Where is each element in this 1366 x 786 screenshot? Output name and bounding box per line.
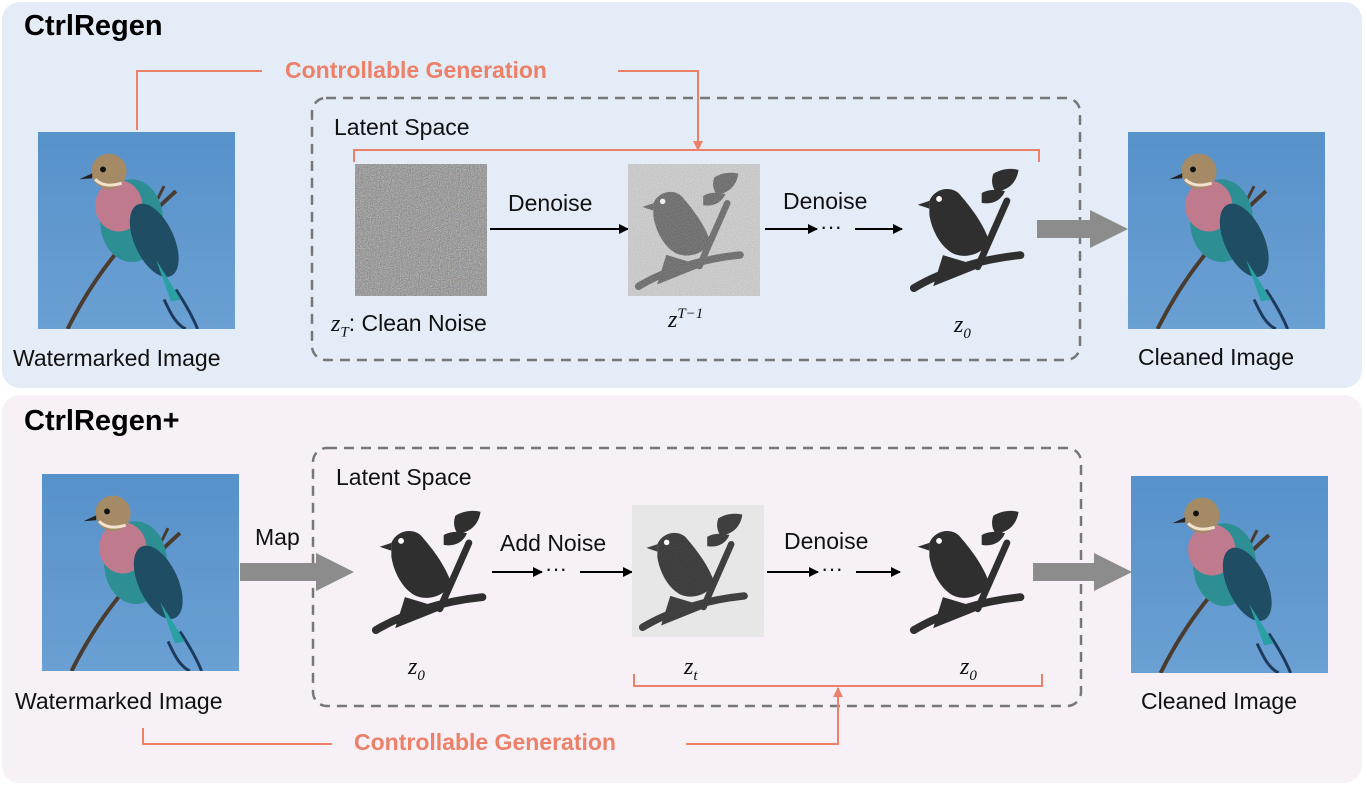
ellipsis-bottom-1: ··· — [545, 556, 567, 581]
control-line-top-right — [618, 70, 703, 151]
control-line-bottom-right — [686, 687, 843, 745]
bird-glyph-icon — [910, 508, 1034, 634]
add-noise-label: Add Noise — [500, 530, 607, 556]
zT1-sup: T−1 — [677, 306, 704, 322]
latent-space-box-top — [310, 96, 1082, 362]
z0-var-top: z — [954, 312, 964, 338]
noisy-bird-tile — [628, 164, 760, 296]
map-label: Map — [255, 524, 300, 550]
cleaned-caption-top: Cleaned Image — [1138, 344, 1294, 370]
latent-space-label-bottom: Latent Space — [336, 464, 472, 490]
watermarked-caption-top: Watermarked Image — [13, 345, 221, 371]
z0a-var: z — [408, 654, 418, 680]
zT-label: zT: Clean Noise — [331, 310, 487, 342]
z0b-sub: 0 — [969, 667, 977, 684]
zt-var: z — [684, 654, 694, 680]
denoise-label-2: Denoise — [783, 188, 868, 214]
z0-sub-top: 0 — [963, 325, 971, 342]
zT1-var: z — [668, 307, 678, 333]
zt-label: zt — [684, 654, 698, 685]
cleaned-image-bottom — [1131, 476, 1328, 673]
z0-label-bottom-a: z0 — [408, 654, 425, 685]
z0a-sub: 0 — [417, 667, 425, 684]
bird-glyph-icon — [372, 508, 496, 634]
zT1-label: zT−1 — [668, 306, 703, 334]
denoise-label-bottom: Denoise — [784, 528, 869, 554]
control-bracket-bottom — [633, 674, 1043, 687]
z0-label-top: z0 — [954, 312, 971, 343]
control-line-bottom-left — [142, 728, 332, 745]
output-arrow-bottom — [1033, 553, 1132, 591]
ellipsis-bottom-2: ··· — [821, 556, 843, 581]
control-label-bottom: Controllable Generation — [354, 729, 616, 755]
control-bracket-top — [353, 149, 1040, 162]
watermarked-caption-bottom: Watermarked Image — [15, 688, 223, 714]
ctrlregen-plus-title: CtrlRegen+ — [24, 405, 180, 437]
latent-space-label-top: Latent Space — [334, 114, 470, 140]
zT-sub: T — [340, 324, 349, 341]
ellipsis-top: ··· — [820, 214, 842, 239]
noisy-bird-tile-bottom — [632, 505, 764, 637]
output-arrow-top — [1037, 210, 1128, 248]
zT-var: z — [331, 311, 341, 337]
control-label-top: Controllable Generation — [285, 57, 547, 83]
ctrlregen-title: CtrlRegen — [24, 10, 163, 42]
map-arrow — [240, 553, 354, 591]
cleaned-caption-bottom: Cleaned Image — [1141, 688, 1297, 714]
denoise-label-1: Denoise — [508, 190, 593, 216]
watermarked-image-bottom — [42, 474, 239, 671]
clean-noise-tile — [355, 164, 487, 296]
z0-label-bottom-b: z0 — [960, 654, 977, 685]
zT-text: : Clean Noise — [348, 310, 487, 336]
z0b-var: z — [960, 654, 970, 680]
zt-sub: t — [693, 667, 698, 684]
control-line-top-left — [136, 70, 262, 130]
